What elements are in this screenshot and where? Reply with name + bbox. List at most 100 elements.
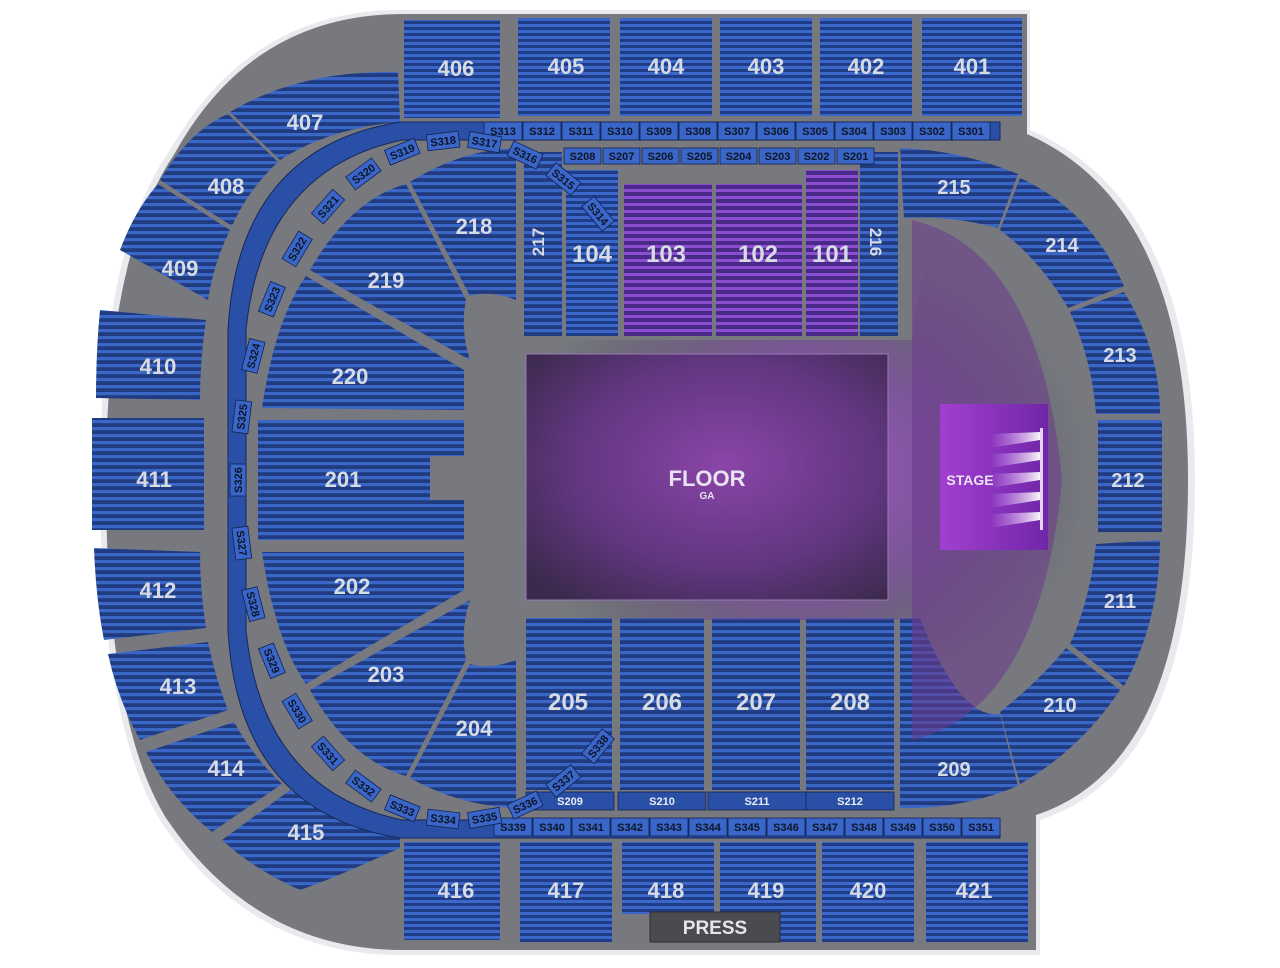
suite-box[interactable] bbox=[561, 121, 601, 141]
suite-s346[interactable]: S346 bbox=[766, 817, 806, 837]
suite-box[interactable] bbox=[797, 147, 836, 165]
suite-s347[interactable]: S347 bbox=[805, 817, 845, 837]
suite-box[interactable] bbox=[257, 642, 286, 680]
section-103-seats[interactable] bbox=[624, 184, 712, 336]
suite-s211[interactable]: S211 bbox=[707, 791, 807, 811]
section-215-seats[interactable] bbox=[900, 148, 1018, 228]
suite-s349[interactable]: S349 bbox=[883, 817, 923, 837]
suite-box[interactable] bbox=[766, 817, 806, 837]
suite-box[interactable] bbox=[873, 121, 913, 141]
section-411-seats[interactable] bbox=[92, 418, 204, 530]
section-203-seats[interactable] bbox=[310, 600, 470, 776]
section-102-seats[interactable] bbox=[716, 184, 802, 336]
suite-s310[interactable]: S310 bbox=[600, 121, 640, 141]
suite-box[interactable] bbox=[727, 817, 767, 837]
suite-box[interactable] bbox=[257, 280, 286, 318]
suite-box[interactable] bbox=[922, 817, 962, 837]
suite-s207[interactable]: S207 bbox=[602, 147, 641, 165]
suite-box[interactable] bbox=[241, 586, 266, 623]
suite-box[interactable] bbox=[610, 817, 650, 837]
suite-box[interactable] bbox=[231, 399, 253, 435]
suite-s342[interactable]: S342 bbox=[610, 817, 650, 837]
section-201-seats[interactable] bbox=[258, 420, 464, 540]
suite-box[interactable] bbox=[795, 121, 835, 141]
suite-s202[interactable]: S202 bbox=[797, 147, 836, 165]
suite-box[interactable] bbox=[281, 692, 313, 730]
section-404-seats[interactable] bbox=[620, 18, 712, 116]
section-418-seats[interactable] bbox=[622, 842, 714, 914]
suite-box[interactable] bbox=[678, 121, 718, 141]
suite-box[interactable] bbox=[836, 147, 875, 165]
suite-box[interactable] bbox=[805, 817, 845, 837]
suite-box[interactable] bbox=[545, 162, 582, 196]
suite-s311[interactable]: S311 bbox=[561, 121, 601, 141]
suite-box[interactable] bbox=[756, 121, 796, 141]
suite-box[interactable] bbox=[310, 735, 346, 772]
section-405-seats[interactable] bbox=[518, 18, 610, 116]
section-415-seats[interactable] bbox=[222, 790, 400, 890]
suite-box[interactable] bbox=[883, 817, 923, 837]
suite-box[interactable] bbox=[506, 790, 544, 820]
suite-s350[interactable]: S350 bbox=[922, 817, 962, 837]
suite-box[interactable] bbox=[563, 147, 602, 165]
suite-s306[interactable]: S306 bbox=[756, 121, 796, 141]
suite-box[interactable] bbox=[641, 147, 680, 165]
suite-box[interactable] bbox=[912, 121, 952, 141]
suite-box[interactable] bbox=[649, 817, 689, 837]
suite-s348[interactable]: S348 bbox=[844, 817, 884, 837]
suite-s328[interactable]: S328 bbox=[241, 586, 266, 623]
suite-box[interactable] bbox=[383, 794, 421, 823]
suite-box[interactable] bbox=[532, 817, 572, 837]
section-413-seats[interactable] bbox=[108, 642, 228, 740]
section-403-seats[interactable] bbox=[720, 18, 812, 116]
suite-box[interactable] bbox=[345, 769, 382, 803]
suite-s201[interactable]: S201 bbox=[836, 147, 875, 165]
section-409-seats[interactable] bbox=[120, 184, 230, 300]
suite-s338[interactable]: S338 bbox=[581, 728, 615, 765]
suite-s334[interactable]: S334 bbox=[425, 808, 461, 830]
suite-box[interactable] bbox=[466, 131, 503, 154]
section-210-seats[interactable] bbox=[1000, 648, 1120, 784]
section-421-seats[interactable] bbox=[926, 842, 1028, 942]
section-406-seats[interactable] bbox=[404, 20, 500, 118]
section-214-seats[interactable] bbox=[1000, 178, 1124, 308]
suite-box[interactable] bbox=[345, 157, 382, 191]
suite-s318[interactable]: S318 bbox=[425, 130, 461, 152]
suite-s303[interactable]: S303 bbox=[873, 121, 913, 141]
suite-s307[interactable]: S307 bbox=[717, 121, 757, 141]
suite-s326[interactable]: S326 bbox=[229, 463, 247, 497]
suite-box[interactable] bbox=[241, 337, 266, 374]
suite-box[interactable] bbox=[310, 188, 346, 225]
suite-s351[interactable]: S351 bbox=[961, 817, 1001, 837]
suite-s206[interactable]: S206 bbox=[641, 147, 680, 165]
section-101-seats[interactable] bbox=[806, 170, 858, 336]
section-420-seats[interactable] bbox=[822, 842, 914, 942]
section-402-seats[interactable] bbox=[820, 18, 912, 116]
suite-box[interactable] bbox=[506, 140, 544, 170]
suite-box[interactable] bbox=[844, 817, 884, 837]
suite-box[interactable] bbox=[231, 525, 253, 561]
suite-s341[interactable]: S341 bbox=[571, 817, 611, 837]
section-208-seats[interactable] bbox=[806, 618, 894, 790]
suite-s205[interactable]: S205 bbox=[680, 147, 719, 165]
suite-s325[interactable]: S325 bbox=[231, 399, 253, 435]
suite-s208[interactable]: S208 bbox=[563, 147, 602, 165]
suite-box[interactable] bbox=[545, 764, 582, 798]
section-202-seats[interactable] bbox=[262, 552, 464, 684]
suite-box[interactable] bbox=[688, 817, 728, 837]
suite-s203[interactable]: S203 bbox=[758, 147, 797, 165]
suite-box[interactable] bbox=[581, 195, 615, 232]
section-410-seats[interactable] bbox=[96, 310, 206, 400]
section-408-seats[interactable] bbox=[160, 114, 278, 226]
suite-box[interactable] bbox=[571, 817, 611, 837]
suite-box[interactable] bbox=[719, 147, 758, 165]
section-216-seats[interactable] bbox=[860, 152, 898, 336]
section-412-seats[interactable] bbox=[94, 548, 206, 640]
section-213-seats[interactable] bbox=[1070, 292, 1160, 414]
section-220-seats[interactable] bbox=[262, 276, 464, 410]
suite-box[interactable] bbox=[522, 121, 562, 141]
suite-box[interactable] bbox=[639, 121, 679, 141]
floor-ga[interactable] bbox=[525, 353, 889, 601]
suite-s312[interactable]: S312 bbox=[522, 121, 562, 141]
section-204-seats[interactable] bbox=[410, 660, 516, 808]
